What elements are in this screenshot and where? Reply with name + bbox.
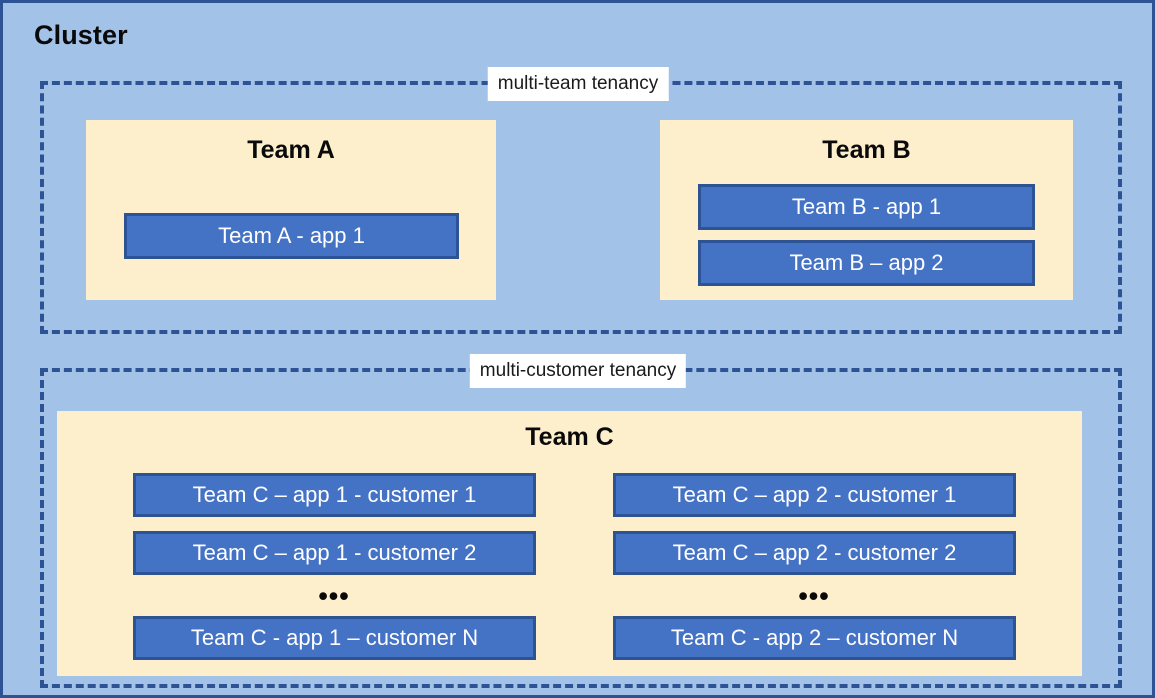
app-box-team-c-app-2-customer-n[interactable]: Team C - app 2 – customer N xyxy=(613,616,1016,660)
team-panel-team-c: Team C Team C – app 1 - customer 1 Team … xyxy=(57,411,1082,676)
app-box-team-c-app-1-customer-2[interactable]: Team C – app 1 - customer 2 xyxy=(133,531,536,575)
team-b-title: Team B xyxy=(822,136,911,164)
tenancy-label-multi-customer: multi-customer tenancy xyxy=(469,354,687,388)
app-box-team-b-app-2[interactable]: Team B – app 2 xyxy=(698,240,1035,286)
tenancy-label-multi-team: multi-team tenancy xyxy=(487,67,669,101)
app-box-team-c-app-2-customer-1[interactable]: Team C – app 2 - customer 1 xyxy=(613,473,1016,517)
ellipsis-team-c-app-2: ••• xyxy=(798,581,830,611)
team-panel-team-b: Team B Team B - app 1 Team B – app 2 xyxy=(660,120,1073,300)
team-c-title: Team C xyxy=(525,423,614,451)
team-a-title: Team A xyxy=(247,136,335,164)
cluster-title: Cluster xyxy=(34,20,128,50)
ellipsis-team-c-app-1: ••• xyxy=(318,581,350,611)
app-box-team-b-app-1[interactable]: Team B - app 1 xyxy=(698,184,1035,230)
app-box-team-c-app-1-customer-1[interactable]: Team C – app 1 - customer 1 xyxy=(133,473,536,517)
team-panel-team-a: Team A Team A - app 1 xyxy=(86,120,496,300)
app-box-team-c-app-1-customer-n[interactable]: Team C - app 1 – customer N xyxy=(133,616,536,660)
app-box-team-a-app-1[interactable]: Team A - app 1 xyxy=(124,213,459,259)
app-box-team-c-app-2-customer-2[interactable]: Team C – app 2 - customer 2 xyxy=(613,531,1016,575)
